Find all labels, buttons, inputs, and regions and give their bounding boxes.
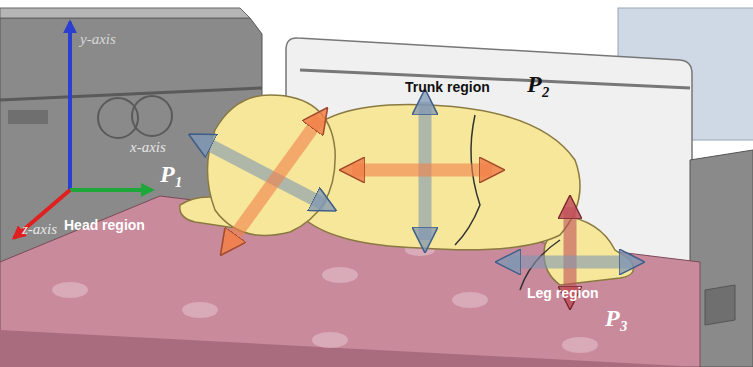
head-arrow xyxy=(228,118,320,245)
infant xyxy=(180,95,634,290)
region-label: Trunk region xyxy=(405,80,490,94)
point-label: P₁ xyxy=(160,162,183,186)
point-label: P₂ xyxy=(527,72,550,96)
pattern-spot xyxy=(182,302,218,318)
pattern-spot xyxy=(562,337,598,353)
left-wall-top xyxy=(0,8,250,18)
panel-rail xyxy=(300,70,690,88)
axes xyxy=(14,22,152,238)
axis-label: x-axis xyxy=(130,140,166,155)
leg-arrow xyxy=(508,256,632,269)
wall-slot xyxy=(8,110,48,124)
pattern-spot xyxy=(312,332,348,348)
point-label: P₃ xyxy=(605,306,628,330)
axis-label: y-axis xyxy=(80,32,116,47)
mattress-edge xyxy=(0,330,700,367)
pattern-spot xyxy=(52,282,88,298)
region-boundary xyxy=(455,115,480,245)
region-label: Leg region xyxy=(527,286,599,300)
pattern-spot xyxy=(452,292,488,308)
wall-latch xyxy=(705,285,735,325)
leg-arrow xyxy=(564,207,577,298)
wall-rail xyxy=(0,88,262,100)
region-label: Head region xyxy=(64,218,145,232)
x-axis-line xyxy=(70,188,152,192)
porthole xyxy=(132,96,172,136)
z-axis-line xyxy=(14,190,70,238)
y-axis-line xyxy=(68,22,72,190)
trunk-arrow xyxy=(352,164,492,177)
motion-arrows xyxy=(200,102,632,298)
axis-label: z-axis xyxy=(22,222,57,237)
infant-trunk xyxy=(300,104,580,249)
pattern-spot xyxy=(322,267,358,283)
